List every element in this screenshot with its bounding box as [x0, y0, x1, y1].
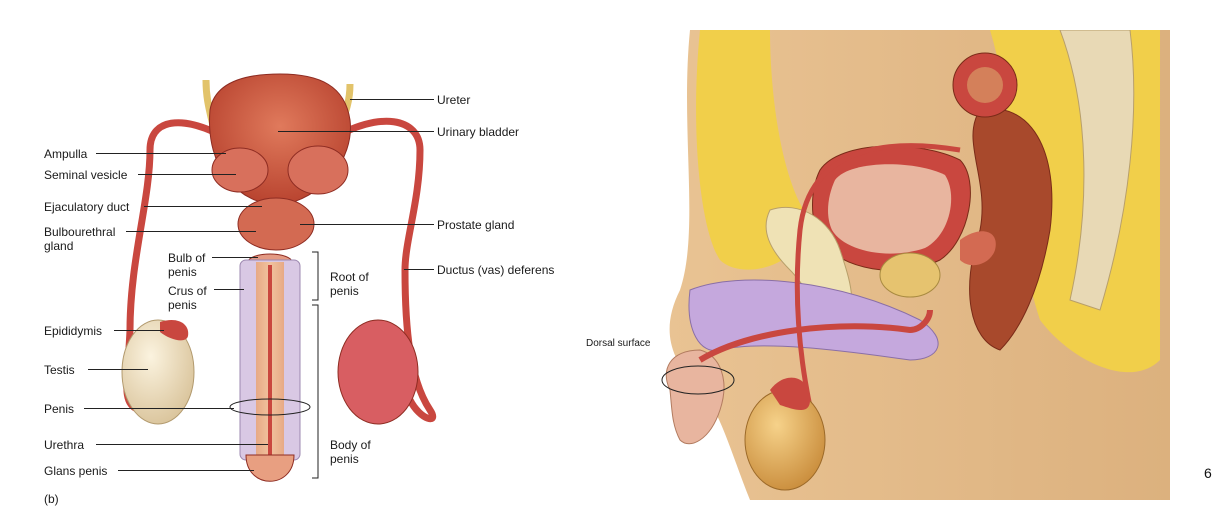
label-glans-penis: Glans penis [44, 464, 108, 478]
label-bulb-of-penis: Bulb of penis [168, 251, 206, 279]
leader-epididymis [114, 330, 164, 331]
leader-ureter [350, 99, 434, 100]
frontal-anatomy-illustration [121, 73, 436, 482]
label-ampulla: Ampulla [44, 147, 88, 161]
label-penis: Penis [44, 402, 75, 416]
label-epididymis: Epididymis [44, 324, 103, 338]
leader-ejaculatory-duct [144, 206, 262, 207]
sagittal-anatomy-illustration [661, 30, 1170, 500]
leader-prostate-gland [300, 224, 434, 225]
leader-penis [84, 408, 234, 409]
leader-urethra [96, 444, 268, 445]
label-ductus-deferens: Ductus (vas) deferens [437, 263, 555, 277]
label-urinary-bladder: Urinary bladder [437, 125, 520, 139]
label-seminal-vesicle: Seminal vesicle [44, 168, 128, 182]
label-body-of-penis: Body of penis [330, 438, 371, 466]
leader-ductus-deferens [404, 269, 434, 270]
leader-bulbourethral-gland [126, 231, 256, 232]
label-urethra: Urethra [44, 438, 85, 452]
label-ejaculatory-duct: Ejaculatory duct [44, 200, 130, 214]
leader-bulb-of-penis [212, 257, 258, 258]
label-testis: Testis [44, 363, 75, 377]
leader-crus-of-penis [214, 289, 244, 290]
label-bulbourethral-gland: Bulbourethral gland [44, 225, 116, 253]
leader-glans-penis [118, 470, 254, 471]
leader-urinary-bladder [278, 131, 434, 132]
label-crus-of-penis: Crus of penis [168, 284, 207, 312]
label-root-of-penis: Root of penis [330, 270, 369, 298]
page-number: 6 [1204, 465, 1212, 481]
label-ureter: Ureter [437, 93, 471, 107]
leader-seminal-vesicle [138, 174, 236, 175]
leader-testis [88, 369, 148, 370]
label-prostate-gland: Prostate gland [437, 218, 515, 232]
label-dorsal-surface: Dorsal surface [586, 338, 651, 349]
leader-ampulla [96, 153, 226, 154]
panel-letter: (b) [44, 492, 59, 506]
